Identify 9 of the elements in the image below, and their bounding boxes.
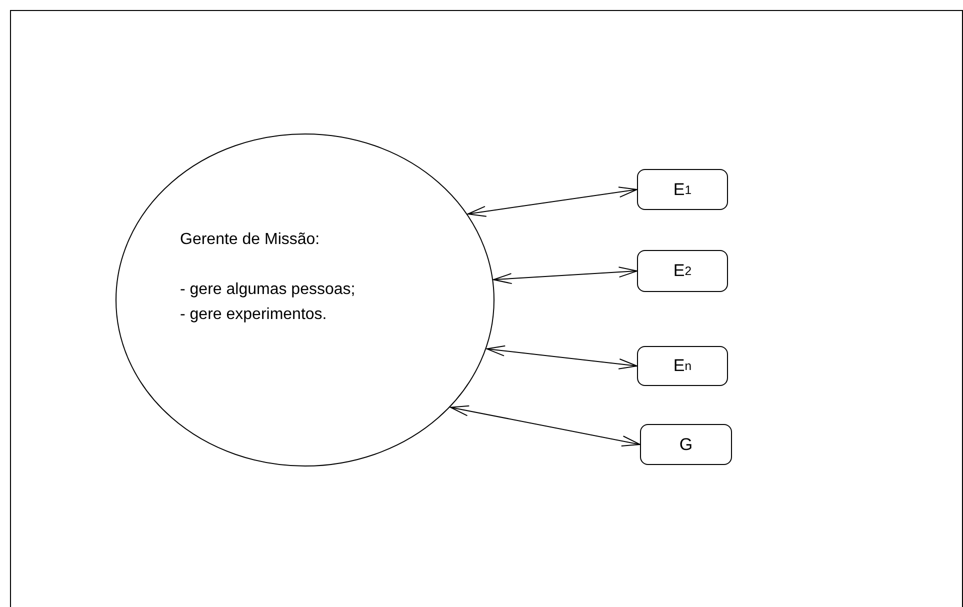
double-arrow xyxy=(493,266,638,284)
ellipse-node xyxy=(115,133,495,467)
double-arrow xyxy=(450,405,640,446)
double-arrow xyxy=(486,345,638,370)
rounded-box: G xyxy=(640,424,732,465)
list-item: - gere experimentos. xyxy=(180,306,327,324)
double-arrow xyxy=(467,186,638,217)
list-item: - gere algumas pessoas; xyxy=(180,281,356,299)
node-heading: Gerente de Missão: xyxy=(180,231,320,249)
